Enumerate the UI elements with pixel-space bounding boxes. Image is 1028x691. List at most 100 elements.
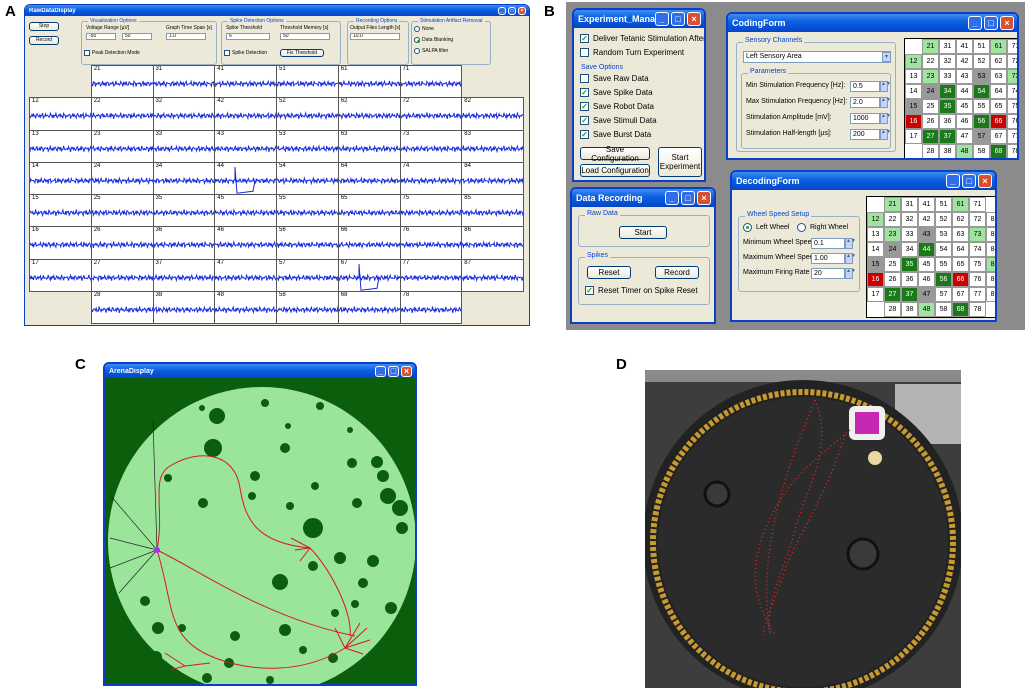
electrode-cell[interactable]: 37 [901,287,918,302]
electrode-cell[interactable]: 42 [956,54,973,69]
close-icon[interactable]: × [697,191,711,205]
electrode-cell[interactable]: 32 [939,54,956,69]
close-icon[interactable]: × [1000,16,1014,30]
peak-detection-checkbox[interactable]: Peak Detection Mode [84,50,140,56]
param-input[interactable]: 2.0 [850,97,880,108]
close-icon[interactable]: × [401,365,412,377]
electrode-cell[interactable]: 86 [986,272,995,287]
electrode-cell[interactable]: 52 [973,54,990,69]
electrode-cell[interactable]: 56 [935,272,952,287]
save-configuration-button[interactable]: Save Configuration [580,145,650,163]
electrode-cell[interactable]: 15 [867,257,884,272]
load-configuration-button[interactable]: Load Configuration [580,164,650,177]
electrode-cell[interactable]: 78 [969,302,986,317]
electrode-cell[interactable]: 46 [956,114,973,129]
electrode-cell[interactable]: 37 [939,129,956,144]
save-option-checkbox[interactable]: ✓Save Burst Data [580,130,652,139]
stepper-icon[interactable]: ▲▼ [845,268,856,279]
electrode-cell[interactable]: 36 [901,272,918,287]
minimize-icon[interactable]: _ [946,174,960,188]
electrode-cell[interactable]: 55 [973,99,990,114]
electrode-cell[interactable]: 38 [901,302,918,317]
electrode-cell[interactable]: 46 [918,272,935,287]
spike-record-button[interactable]: Record [655,266,699,279]
electrode-cell[interactable]: 14 [905,84,922,99]
electrode-cell[interactable]: 16 [905,114,922,129]
threshold-memory-input[interactable]: 50 [280,33,330,40]
save-option-checkbox[interactable]: ✓Save Robot Data [580,102,654,111]
maximize-icon[interactable]: □ [508,6,516,15]
electrode-cell[interactable]: 45 [918,257,935,272]
radio-right-wheel[interactable]: Right Wheel [797,223,848,232]
electrode-cell[interactable]: 48 [956,144,973,158]
electrode-cell[interactable]: 45 [956,99,973,114]
spike-reset-button[interactable]: Reset [587,266,631,279]
electrode-cell[interactable]: 26 [922,114,939,129]
electrode-cell[interactable]: 16 [867,272,884,287]
electrode-cell[interactable]: 68 [952,302,969,317]
electrode-cell[interactable]: 62 [990,54,1007,69]
minimize-icon[interactable]: _ [375,365,386,377]
stepper-icon[interactable]: ▲▼ [880,113,891,124]
electrode-cell[interactable]: 51 [935,197,952,212]
electrode-cell[interactable]: 67 [952,287,969,302]
electrode-cell[interactable]: 75 [969,257,986,272]
maximize-icon[interactable]: □ [671,12,685,26]
record-button[interactable]: Record [29,36,59,45]
close-icon[interactable]: × [518,6,526,15]
stop-button[interactable]: Stop [29,22,59,31]
electrode-cell[interactable]: 73 [969,227,986,242]
electrode-cell[interactable]: 75 [1007,99,1017,114]
electrode-cell[interactable]: 32 [901,212,918,227]
electrode-cell[interactable]: 15 [905,99,922,114]
electrode-cell[interactable]: 64 [952,242,969,257]
electrode-cell[interactable]: 58 [935,302,952,317]
electrode-cell[interactable]: 41 [956,39,973,54]
electrode-cell[interactable]: 73 [1007,69,1017,84]
electrode-cell[interactable]: 28 [922,144,939,158]
electrode-cell[interactable]: 66 [990,114,1007,129]
electrode-cell[interactable]: 57 [973,129,990,144]
electrode-cell[interactable]: 72 [1007,54,1017,69]
electrode-cell[interactable]: 34 [901,242,918,257]
electrode-cell[interactable]: 76 [969,272,986,287]
electrode-cell[interactable]: 48 [918,302,935,317]
fix-threshold-button[interactable]: Fix Threshold [280,49,324,57]
save-option-checkbox[interactable]: Save Raw Data [580,74,649,83]
electrode-cell[interactable]: 63 [990,69,1007,84]
maximize-icon[interactable]: □ [388,365,399,377]
electrode-cell[interactable]: 43 [956,69,973,84]
electrode-cell[interactable]: 61 [990,39,1007,54]
electrode-cell[interactable]: 84 [986,242,995,257]
electrode-cell[interactable]: 27 [884,287,901,302]
electrode-cell[interactable]: 24 [922,84,939,99]
electrode-cell[interactable]: 33 [939,69,956,84]
maximize-icon[interactable]: □ [681,191,695,205]
electrode-cell[interactable]: 43 [918,227,935,242]
reset-timer-checkbox[interactable]: ✓Reset Timer on Spike Reset [585,286,698,295]
electrode-cell[interactable]: 85 [986,257,995,272]
time-span-input[interactable]: 1.0 [166,33,206,40]
electrode-cell[interactable]: 56 [973,114,990,129]
electrode-cell[interactable]: 77 [1007,129,1017,144]
param-input[interactable]: 200 [850,129,880,140]
electrode-cell[interactable]: 77 [969,287,986,302]
minimize-icon[interactable]: _ [665,191,679,205]
radio-salpa[interactable]: SALPA filter [414,48,448,54]
electrode-cell[interactable]: 17 [905,129,922,144]
electrode-cell[interactable]: 67 [990,129,1007,144]
electrode-cell[interactable]: 13 [905,69,922,84]
electrode-cell[interactable]: 12 [905,54,922,69]
electrode-cell[interactable]: 71 [1007,39,1017,54]
save-option-checkbox[interactable]: ✓Save Spike Data [580,88,653,97]
stepper-icon[interactable]: ▲▼ [880,81,891,92]
electrode-cell[interactable]: 41 [918,197,935,212]
electrode-cell[interactable]: 24 [884,242,901,257]
output-length-input[interactable]: 10.0 [350,33,400,40]
spike-detection-checkbox[interactable]: Spike Detection [224,50,267,56]
stepper-icon[interactable]: ▲▼ [880,97,891,108]
electrode-cell[interactable]: 53 [935,227,952,242]
electrode-cell[interactable]: 26 [884,272,901,287]
chevron-down-icon[interactable]: ▾ [882,52,891,62]
electrode-cell[interactable]: 76 [1007,114,1017,129]
